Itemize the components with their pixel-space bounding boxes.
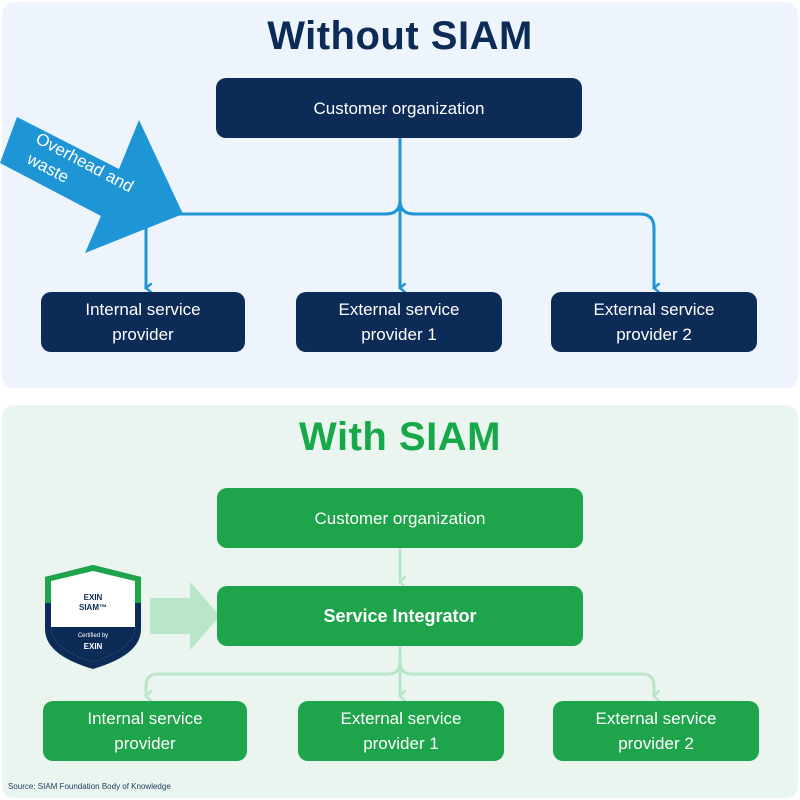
- exin-siam-badge: EXIN SIAM™ Certified by EXIN: [41, 563, 145, 671]
- badge-to-integrator-arrow: [150, 582, 220, 650]
- badge-line2: SIAM™: [79, 603, 107, 612]
- box-label: Customer organization: [314, 508, 486, 528]
- box-label-line2: provider: [112, 325, 174, 344]
- box-label-line1: External service: [340, 709, 462, 728]
- connector-customer-to-external-2: [398, 198, 654, 288]
- service-integrator-box: Service Integrator: [217, 586, 583, 646]
- top-external-provider-1-box: External service provider 1: [296, 292, 502, 352]
- bottom-external-provider-1-box: External service provider 1: [298, 701, 504, 761]
- top-connectors: [146, 136, 654, 288]
- bottom-customer-organization-box: Customer organization: [217, 488, 583, 548]
- badge-shield-icon: [45, 565, 141, 669]
- badge-certified: Certified by: [77, 633, 109, 639]
- connector-integrator-to-internal: [146, 644, 402, 696]
- box-label-line1: External service: [593, 300, 715, 319]
- box-label-line1: External service: [595, 709, 717, 728]
- badge-brand: EXIN: [83, 642, 103, 651]
- box-label: Service Integrator: [323, 605, 477, 626]
- box-label-line2: provider 2: [616, 325, 692, 344]
- source-note: Source: SIAM Foundation Body of Knowledg…: [8, 782, 171, 791]
- bottom-connectors: [146, 546, 654, 696]
- bottom-internal-provider-box: Internal service provider: [43, 701, 247, 761]
- top-external-provider-2-box: External service provider 2: [551, 292, 757, 352]
- connector-customer-to-internal: [146, 136, 402, 288]
- box-label-line2: provider 1: [363, 734, 439, 753]
- top-customer-organization-box: Customer organization: [216, 78, 582, 138]
- box-label-line1: Internal service: [85, 300, 201, 319]
- connector-integrator-to-external-2: [398, 660, 654, 696]
- box-label-line2: provider 1: [361, 325, 437, 344]
- without-siam-title: Without SIAM: [267, 14, 533, 58]
- box-label-line1: Internal service: [87, 709, 203, 728]
- box-label: Customer organization: [313, 98, 485, 118]
- bottom-external-provider-2-box: External service provider 2: [553, 701, 759, 761]
- box-label-line1: External service: [338, 300, 460, 319]
- top-internal-provider-box: Internal service provider: [41, 292, 245, 352]
- overhead-waste-arrow: [0, 117, 183, 253]
- box-label-line2: provider 2: [618, 734, 694, 753]
- with-siam-title: With SIAM: [299, 415, 501, 459]
- box-label-line2: provider: [114, 734, 176, 753]
- badge-line1: EXIN: [83, 593, 103, 602]
